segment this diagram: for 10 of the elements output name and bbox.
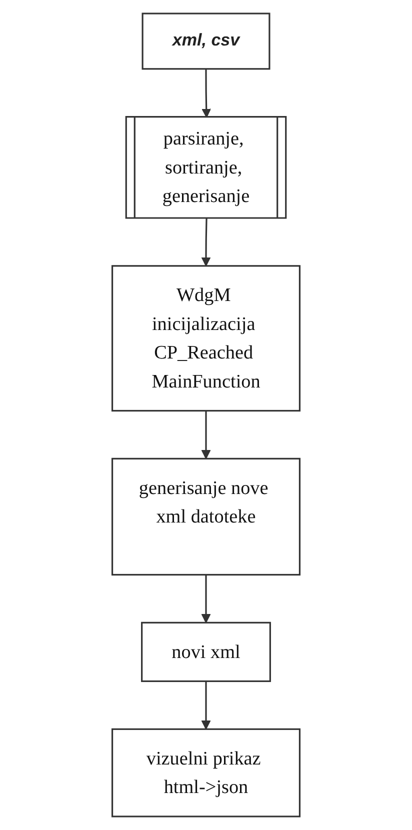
node-box: xml, csv: [142, 12, 270, 70]
node-box: WdgM inicijalizacija CP_Reached MainFunction: [111, 265, 301, 412]
arrow: [201, 574, 211, 624]
arrow: [201, 681, 211, 730]
node-box: novi xml: [141, 622, 271, 682]
node-box: generisanje nove xml datoteke: [111, 458, 301, 576]
arrow: [202, 68, 212, 118]
arrow: [201, 218, 211, 266]
node-box: vizuelni prikaz html->json: [111, 728, 301, 818]
arrow: [201, 410, 211, 460]
